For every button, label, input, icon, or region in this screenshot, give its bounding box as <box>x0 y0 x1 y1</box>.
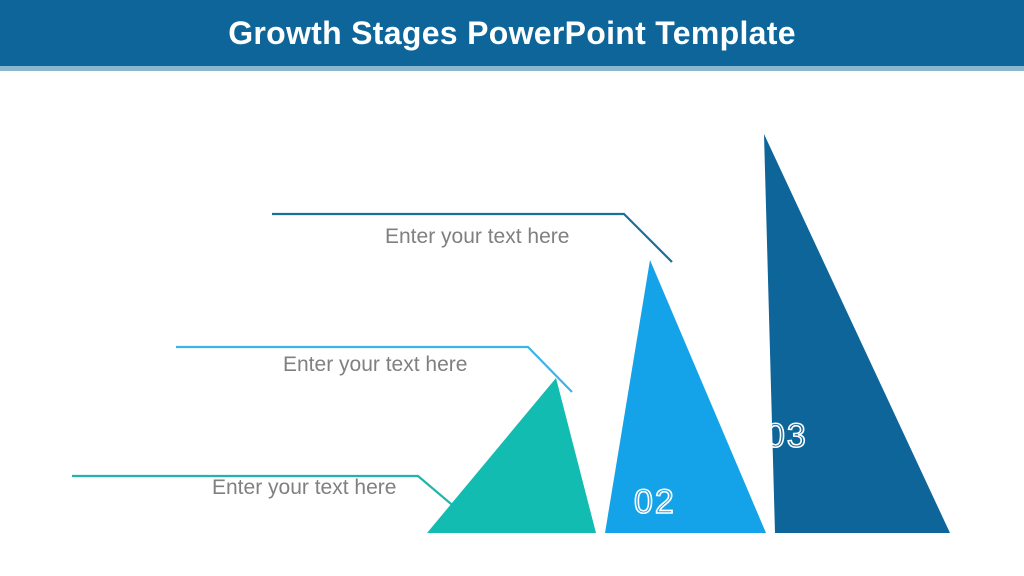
stage-label-3[interactable]: Enter your text here <box>385 225 570 248</box>
stage-number-3: 03 <box>765 417 808 455</box>
header-bar <box>0 0 1024 66</box>
stage-number-2: 02 <box>633 483 676 521</box>
stage-triangle-1[interactable] <box>427 378 596 533</box>
connector-line-stage-3 <box>272 212 673 263</box>
stage-number-1: 01 <box>511 539 554 576</box>
diagram-svg <box>72 134 950 533</box>
stage-triangle-2[interactable] <box>605 260 766 533</box>
stage-triangle-3[interactable] <box>764 134 950 533</box>
stage-label-2[interactable]: Enter your text here <box>283 353 468 376</box>
stage-label-1[interactable]: Enter your text here <box>212 476 397 499</box>
growth-stages-diagram: Enter your text here Enter your text her… <box>0 71 1024 576</box>
connector-line-stage-2 <box>176 345 573 393</box>
header-underline <box>0 66 1024 71</box>
page-title: Growth Stages PowerPoint Template <box>228 15 796 51</box>
